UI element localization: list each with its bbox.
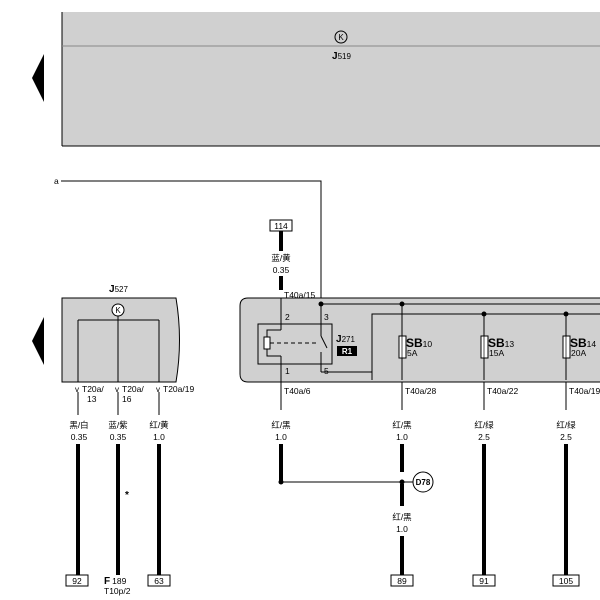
pin-t40a-6: T40a/6 bbox=[284, 386, 311, 396]
wire-left-2-gauge: 0.35 bbox=[110, 432, 127, 442]
fuse-sb13-rating: 15A bbox=[489, 348, 504, 358]
pin-t20a-13-a: T20a/ bbox=[82, 384, 104, 394]
fuse-sb10-label: SB10 bbox=[406, 336, 432, 350]
j519-k-symbol-icon bbox=[334, 30, 348, 44]
pin-t40a-28: T40a/28 bbox=[405, 386, 436, 396]
wire-right-3-color: 红/绿 bbox=[474, 420, 494, 430]
fuse-sb10-rating: 5A bbox=[407, 348, 418, 358]
svg-text:63: 63 bbox=[154, 576, 164, 586]
wire-114-color: 蓝/黄 bbox=[271, 253, 291, 263]
wire-left-1-color: 黑/白 bbox=[69, 420, 88, 430]
wire-sb13 bbox=[482, 444, 486, 575]
wire-left-3-gauge: 1.0 bbox=[153, 432, 165, 442]
f189-connector: T10p/2 bbox=[104, 586, 131, 596]
wire-left-3 bbox=[157, 444, 161, 575]
svg-text:R1: R1 bbox=[342, 347, 353, 356]
svg-text:v: v bbox=[115, 385, 119, 394]
relay-pin-3: 3 bbox=[324, 312, 329, 322]
fuse-sb14-label: SB14 bbox=[570, 336, 596, 350]
svg-text:89: 89 bbox=[397, 576, 407, 586]
wire-d78-lower-color: 红/黑 bbox=[392, 512, 412, 522]
wire-left-3-color: 红/黄 bbox=[149, 420, 169, 430]
relay-pin-1: 1 bbox=[285, 366, 290, 376]
connector-63 bbox=[147, 574, 171, 587]
j271-r1-badge bbox=[337, 346, 357, 356]
j519-module-box bbox=[62, 12, 600, 146]
pin-t20a-16-a: T20a/ bbox=[122, 384, 144, 394]
pin-t40a-22: T40a/22 bbox=[487, 386, 518, 396]
relay-pin-2: 2 bbox=[285, 312, 290, 322]
wire-114-gauge: 0.35 bbox=[273, 265, 290, 275]
svg-text:91: 91 bbox=[479, 576, 489, 586]
wire-right-1-color: 红/黑 bbox=[271, 420, 291, 430]
j527-label: J527 bbox=[109, 284, 128, 295]
wire-left-2-color: 蓝/紫 bbox=[108, 420, 128, 430]
pin-t20a-16-b: 16 bbox=[122, 394, 132, 404]
pin-t20a-13-b: 13 bbox=[87, 394, 97, 404]
connector-92 bbox=[65, 574, 89, 587]
fuse-sb13-label: SB13 bbox=[488, 336, 514, 350]
fuse-sb13-icon bbox=[480, 335, 489, 359]
page-prev-arrow-top[interactable] bbox=[32, 54, 44, 102]
svg-text:105: 105 bbox=[559, 576, 573, 586]
wire-right-4-color: 红/绿 bbox=[556, 420, 576, 430]
wire-right-4-gauge: 2.5 bbox=[560, 432, 572, 442]
wire-114-lower bbox=[279, 276, 283, 290]
j527-k-letter: K bbox=[115, 306, 121, 315]
svg-text:92: 92 bbox=[72, 576, 82, 586]
relay-pin-5: 5 bbox=[324, 366, 329, 376]
asterisk-mark: * bbox=[125, 490, 129, 501]
fuse-sb14-rating: 20A bbox=[571, 348, 586, 358]
j527-module-box bbox=[61, 297, 180, 383]
fuse-sb10-icon bbox=[398, 335, 407, 359]
svg-text:v: v bbox=[75, 385, 79, 394]
line-a-label: a bbox=[54, 176, 59, 186]
pin-t40a-19: T40a/19 bbox=[569, 386, 600, 396]
fuse-sb14-icon bbox=[562, 335, 571, 359]
wire-sb14 bbox=[564, 444, 568, 575]
svg-text:114: 114 bbox=[274, 221, 288, 231]
pin-t40a-15: T40a/15 bbox=[284, 290, 315, 300]
wire-sb10-lower bbox=[400, 536, 404, 575]
wire-j271-pin1 bbox=[279, 444, 283, 482]
wire-right-3-gauge: 2.5 bbox=[478, 432, 490, 442]
connector-105 bbox=[552, 574, 580, 587]
j271-label: J271 bbox=[336, 334, 355, 345]
j519-k-letter: K bbox=[338, 33, 344, 42]
wire-d78-lower-gauge: 1.0 bbox=[396, 524, 408, 534]
relay-switch-icon bbox=[320, 335, 328, 349]
wire-right-2-gauge: 1.0 bbox=[396, 432, 408, 442]
wire-right-1-gauge: 1.0 bbox=[275, 432, 287, 442]
page-prev-arrow-bottom[interactable] bbox=[32, 317, 44, 365]
connector-91 bbox=[472, 574, 496, 587]
pin-t20a-19: T20a/19 bbox=[163, 384, 194, 394]
wire-right-2-color: 红/黑 bbox=[392, 420, 412, 430]
relay-coil-icon bbox=[263, 336, 271, 350]
connector-89 bbox=[390, 574, 414, 587]
wire-sb10-upper bbox=[400, 444, 404, 472]
wire-left-1 bbox=[76, 444, 80, 575]
wire-left-2 bbox=[116, 444, 120, 575]
wire-114-upper bbox=[279, 231, 283, 251]
svg-text:v: v bbox=[156, 385, 160, 394]
wire-left-1-gauge: 0.35 bbox=[71, 432, 88, 442]
line-a-wire bbox=[61, 180, 322, 304]
svg-text:D78: D78 bbox=[416, 478, 431, 487]
j519-label: J519 bbox=[332, 51, 351, 62]
wire-sb10-mid bbox=[400, 484, 404, 506]
